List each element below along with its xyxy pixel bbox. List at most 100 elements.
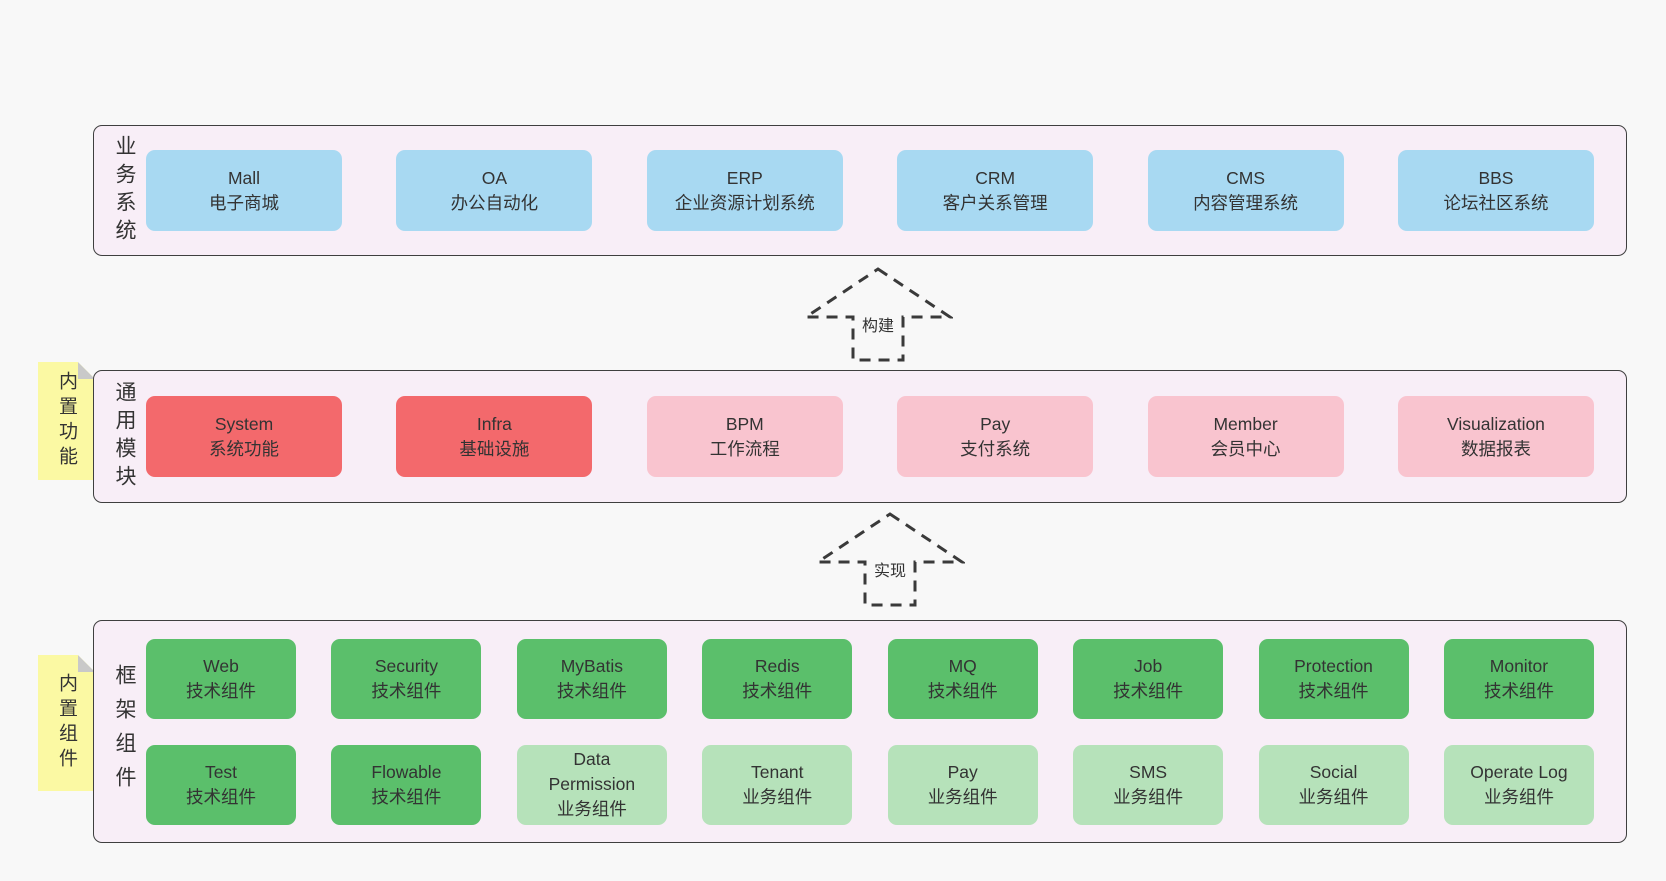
box-title: MyBatis <box>560 655 623 676</box>
box-subtitle: 业务组件 <box>927 786 998 807</box>
box-subtitle: 电子商城 <box>209 192 279 213</box>
box-title: Tenant <box>750 761 804 782</box>
box-subtitle: 业务组件 <box>1298 786 1369 807</box>
box-title: Data Permission <box>548 749 636 795</box>
box-infra: Infra 基础设施 <box>396 396 593 477</box>
build-arrow-label: 构建 <box>856 312 900 336</box>
box-title: CMS <box>1226 167 1265 188</box>
band-components-rows: Web 技术组件 Security 技术组件 MyBatis 技术组件 Redi… <box>146 621 1594 842</box>
box-crm: CRM 客户关系管理 <box>897 150 1094 231</box>
implement-arrow: 实现 <box>815 511 965 608</box>
box-protection: Protection 技术组件 <box>1258 638 1409 719</box>
build-arrow: 构建 <box>803 266 953 363</box>
box-sms: SMS 业务组件 <box>1073 744 1224 825</box>
box-subtitle: 客户关系管理 <box>942 192 1048 213</box>
box-tenant: Tenant 业务组件 <box>702 744 853 825</box>
box-title: Flowable <box>371 761 442 782</box>
box-oa: OA 办公自动化 <box>396 150 593 231</box>
box-title: Monitor <box>1489 655 1549 676</box>
band-label-components: 框架组件 <box>113 663 136 800</box>
band-framework-components: 框架组件 Web 技术组件 Security 技术组件 MyBatis 技术组件… <box>93 620 1627 843</box>
box-system: System 系统功能 <box>146 396 342 477</box>
box-test: Test 技术组件 <box>146 744 296 825</box>
box-web: Web 技术组件 <box>146 638 296 719</box>
band-common-modules: 通用模块 System 系统功能 Infra 基础设施 BPM 工作流程 Pay… <box>93 370 1627 503</box>
box-monitor: Monitor 技术组件 <box>1443 638 1594 719</box>
box-title: Job <box>1134 655 1163 676</box>
box-title: Redis <box>754 655 800 676</box>
box-bpm: BPM 工作流程 <box>646 396 843 477</box>
box-subtitle: 技术组件 <box>371 680 442 701</box>
box-subtitle: 业务组件 <box>556 798 627 819</box>
box-title: Pay <box>980 413 1011 434</box>
box-subtitle: 业务组件 <box>1113 786 1184 807</box>
box-data-permission: Data Permission 业务组件 <box>516 744 667 825</box>
box-title: CRM <box>975 167 1016 188</box>
box-title: Pay <box>947 761 978 782</box>
box-title: OA <box>481 167 508 188</box>
sticky-note-builtin-functions: 内置功能 <box>38 362 95 480</box>
box-subtitle: 会员中心 <box>1210 438 1281 459</box>
box-subtitle: 支付系统 <box>960 438 1031 459</box>
box-subtitle: 论坛社区系统 <box>1443 192 1549 213</box>
box-subtitle: 技术组件 <box>371 786 442 807</box>
box-title: Member <box>1213 413 1278 434</box>
box-title: Protection <box>1294 655 1373 676</box>
box-title: Social <box>1309 761 1358 782</box>
sticky-label: 内置功能 <box>56 371 77 471</box>
box-title: ERP <box>726 167 763 188</box>
components-row-2: Test 技术组件 Flowable 技术组件 Data Permission … <box>146 744 1594 825</box>
box-title: Operate Log <box>1470 761 1568 782</box>
box-subtitle: 技术组件 <box>1113 680 1184 701</box>
box-title: Infra <box>476 413 512 434</box>
up-arrow-icon <box>803 267 953 362</box>
box-title: Security <box>374 655 439 676</box>
band-label-business: 业务系统 <box>113 134 136 247</box>
band-label-modules: 通用模块 <box>113 380 136 493</box>
box-subtitle: 技术组件 <box>556 680 627 701</box>
up-arrow-icon <box>815 512 965 607</box>
box-title: BBS <box>1478 167 1514 188</box>
box-mybatis: MyBatis 技术组件 <box>516 638 667 719</box>
components-row-1: Web 技术组件 Security 技术组件 MyBatis 技术组件 Redi… <box>146 638 1594 719</box>
box-subtitle: 内容管理系统 <box>1193 192 1299 213</box>
band-modules-row: System 系统功能 Infra 基础设施 BPM 工作流程 Pay 支付系统… <box>146 371 1594 502</box>
box-cms: CMS 内容管理系统 <box>1147 150 1344 231</box>
band-business-systems: 业务系统 Mall 电子商城 OA 办公自动化 ERP 企业资源计划系统 CRM… <box>93 125 1627 256</box>
box-mq: MQ 技术组件 <box>887 638 1038 719</box>
box-title: MQ <box>948 655 977 676</box>
box-subtitle: 技术组件 <box>927 680 998 701</box>
box-bbs: BBS 论坛社区系统 <box>1397 150 1594 231</box>
box-title: System <box>214 413 274 434</box>
box-subtitle: 数据报表 <box>1460 438 1531 459</box>
box-security: Security 技术组件 <box>331 638 482 719</box>
sticky-label: 内置组件 <box>56 673 77 773</box>
box-subtitle: 企业资源计划系统 <box>674 192 815 213</box>
box-subtitle: 工作流程 <box>709 438 780 459</box>
box-subtitle: 系统功能 <box>209 438 279 459</box>
sticky-note-builtin-components: 内置组件 <box>38 655 95 791</box>
box-job: Job 技术组件 <box>1073 638 1224 719</box>
box-visualization: Visualization 数据报表 <box>1397 396 1594 477</box>
box-mall: Mall 电子商城 <box>146 150 342 231</box>
box-subtitle: 技术组件 <box>1483 680 1554 701</box>
box-subtitle: 业务组件 <box>1483 786 1554 807</box>
box-subtitle: 技术组件 <box>186 680 256 701</box>
box-subtitle: 业务组件 <box>742 786 813 807</box>
box-pay-component: Pay 业务组件 <box>887 744 1038 825</box>
box-subtitle: 办公自动化 <box>450 192 539 213</box>
box-pay-system: Pay 支付系统 <box>897 396 1094 477</box>
box-subtitle: 技术组件 <box>1298 680 1369 701</box>
box-social: Social 业务组件 <box>1258 744 1409 825</box>
box-title: Web <box>203 655 239 676</box>
box-operate-log: Operate Log 业务组件 <box>1443 744 1594 825</box>
implement-arrow-label: 实现 <box>868 557 912 581</box>
box-subtitle: 技术组件 <box>742 680 813 701</box>
box-title: SMS <box>1129 761 1168 782</box>
box-redis: Redis 技术组件 <box>702 638 853 719</box>
box-flowable: Flowable 技术组件 <box>331 744 482 825</box>
box-subtitle: 技术组件 <box>186 786 256 807</box>
box-subtitle: 基础设施 <box>459 438 530 459</box>
box-title: BPM <box>725 413 764 434</box>
